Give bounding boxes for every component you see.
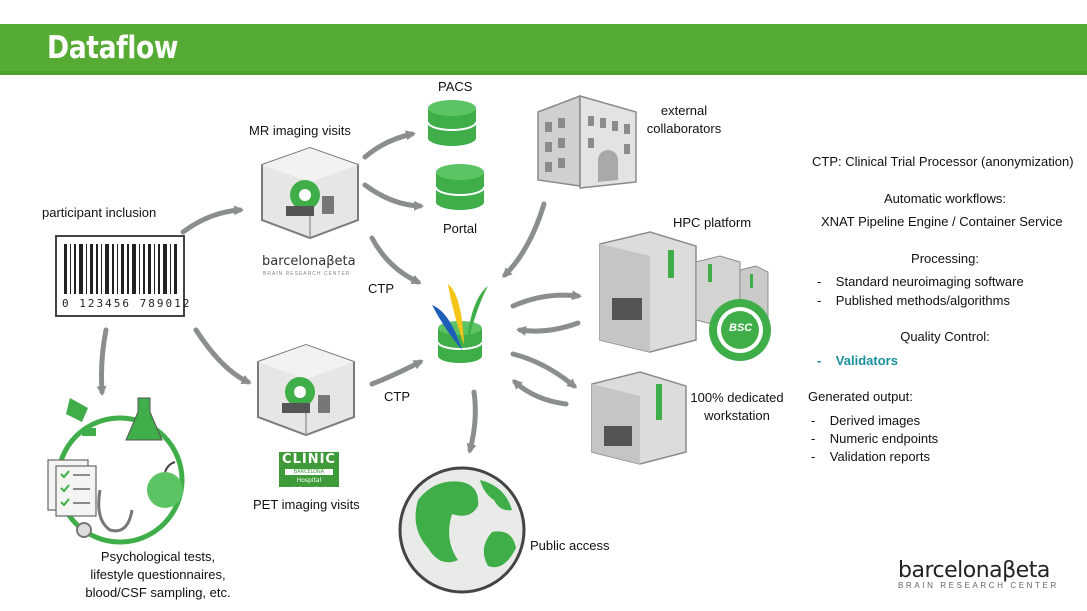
arrow-inclusion-to-mr	[180, 205, 244, 235]
slide-title: Dataflow	[47, 30, 179, 66]
brand-name: barcelonaβeta	[898, 558, 1050, 583]
mini-brand-sub: BRAIN RESEARCH CENTER	[263, 271, 351, 277]
ctp-upper-label: CTP	[368, 281, 394, 296]
arrow-inclusion-to-tests	[96, 327, 109, 396]
output-item: - Validation reports	[811, 449, 931, 464]
ctp-definition: CTP: Clinical Trial Processor (anonymiza…	[812, 154, 1074, 169]
output-item: - Numeric endpoints	[811, 431, 939, 446]
barcelonabeta-logo: barcelonaβeta BRAIN RESEARCH CENTER	[898, 558, 1068, 590]
workstation-label: 100% dedicated workstation	[690, 390, 784, 423]
xnat-database-logo-icon	[432, 284, 488, 363]
portal-database-icon	[435, 164, 485, 210]
mini-brand-logo: barcelonaβeta	[262, 254, 356, 269]
clinical-tests-icon	[47, 397, 185, 545]
public-access-label: Public access	[530, 538, 610, 553]
qc-item: - Validators	[817, 353, 898, 368]
qc-title: Quality Control:	[900, 329, 990, 344]
arrow-workstation-to-xnat	[512, 379, 569, 407]
arrow-mr-to-xnat	[369, 235, 422, 285]
processing-item: - Standard neuroimaging software	[817, 274, 1024, 289]
hpc-platform-label: HPC platform	[673, 215, 752, 230]
pacs-database-icon	[427, 100, 477, 146]
arrow-xnat-to-hpc	[510, 290, 582, 309]
pacs-label: PACS	[438, 79, 473, 94]
output-title: Generated output:	[808, 389, 913, 404]
pet-visits-label: PET imaging visits	[253, 497, 360, 512]
ctp-lower-label: CTP	[384, 389, 410, 404]
external-collaborators-label: external collaborators	[646, 103, 722, 136]
participant-inclusion-label: participant inclusion	[42, 205, 157, 220]
arrow-pet-to-xnat	[369, 359, 424, 387]
arrow-mr-to-pacs	[362, 130, 416, 160]
clinic-logo: CLÍNIC BARCELONA Hospital Universitari	[279, 452, 339, 493]
title-bar: Dataflow	[0, 24, 1087, 75]
processing-title: Processing:	[911, 251, 979, 266]
globe-icon	[398, 466, 526, 594]
barcode-icon	[55, 235, 185, 317]
mr-visits-label: MR imaging visits	[249, 123, 351, 138]
brand-subtitle: BRAIN RESEARCH CENTER	[898, 581, 1059, 590]
bsc-badge-icon	[709, 299, 771, 361]
workstation-server-icon	[591, 371, 687, 465]
arrow-xnat-to-public	[466, 389, 478, 454]
processing-item: - Published methods/algorithms	[817, 293, 1010, 308]
output-item: - Derived images	[811, 413, 921, 428]
bsc-badge-text: BSC	[729, 322, 753, 334]
workflows-title: Automatic workflows:	[883, 191, 1007, 206]
mr-scanner-room-icon	[261, 146, 359, 240]
title-bar-shade	[0, 71, 1087, 75]
arrow-collab-to-xnat	[502, 201, 547, 278]
hpc-servers-icon	[599, 231, 769, 353]
arrow-mr-to-portal	[362, 182, 424, 211]
arrow-inclusion-to-pet	[193, 327, 252, 385]
barcode-number: 0 123456 789012	[62, 297, 192, 310]
pet-scanner-room-icon	[257, 343, 355, 437]
arrow-xnat-to-workstation	[510, 351, 578, 389]
collaborators-building-icon	[537, 94, 637, 189]
tests-label: Psychological tests, lifestyle questionn…	[85, 549, 231, 600]
flow-arrows	[96, 130, 582, 454]
arrow-hpc-to-xnat	[516, 320, 581, 336]
workflows-value: XNAT Pipeline Engine / Container Service	[821, 214, 1063, 229]
portal-label: Portal	[443, 221, 477, 236]
